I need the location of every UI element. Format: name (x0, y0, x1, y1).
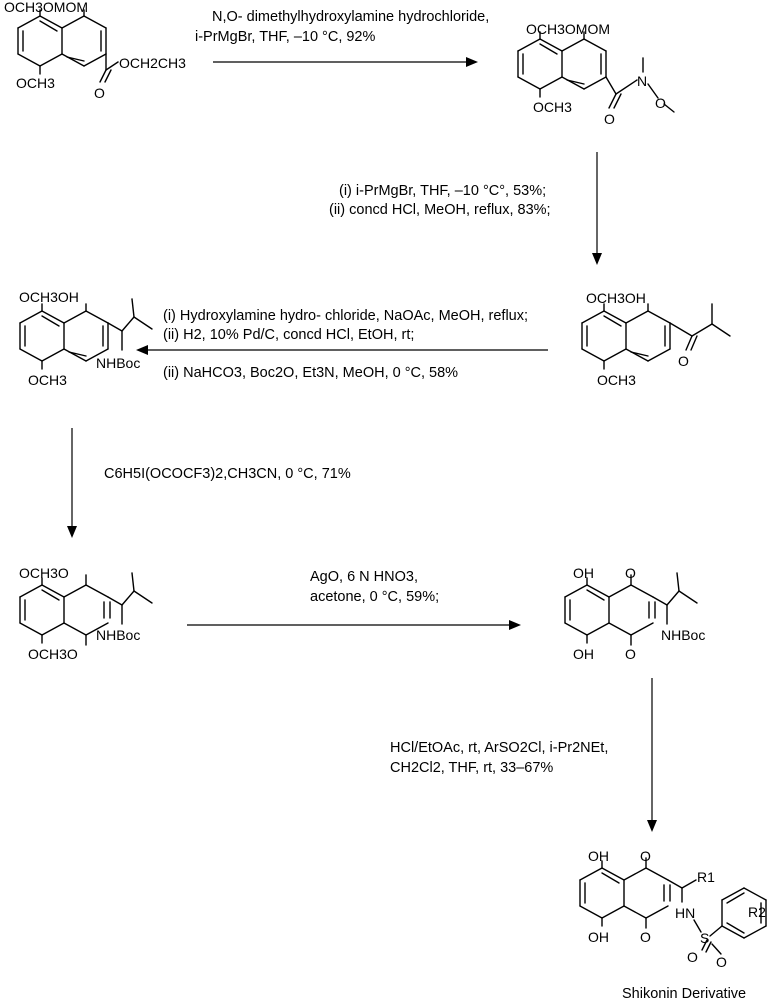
step3-line3: (ii) NaHCO3, Boc2O, Et3N, MeOH, 0 °C, 58… (163, 365, 458, 381)
compound-3-ketone: OCH3OH OCH3 O (581, 290, 731, 388)
label-nhboc: NHBoc (96, 355, 140, 371)
arrow-step-2: (i) i-PrMgBr, THF, –10 °C°, 53%; (ii) co… (329, 152, 602, 265)
step4-conditions: C6H5I(OCOCF3)2,CH3CN, 0 °C, 71% (104, 466, 351, 482)
arrow-step-1: N,O- dimethylhydroxylamine hydrochloride… (195, 9, 489, 67)
label-r2: R2 (748, 904, 766, 920)
label-o: O (716, 954, 727, 970)
compound-6-dihydroxy-quinone: OH O OH O NHBoc (564, 565, 705, 662)
label-nhboc: NHBoc (661, 627, 705, 643)
label-o: O (604, 111, 615, 127)
label-och3o: OCH3O (28, 646, 78, 662)
compound-7-shikonin-derivative: OH O OH O R1 HN S O O R2 Shikonin Deriva… (579, 848, 767, 1002)
step1-line2: i-PrMgBr, THF, –10 °C, 92% (195, 29, 376, 45)
label-o: O (625, 565, 636, 581)
label-oh: OH (588, 929, 609, 945)
step6-line1: HCl/EtOAc, rt, ArSO2Cl, i-Pr2NEt, (390, 740, 608, 756)
label-o: O (625, 646, 636, 662)
step6-line2: CH2Cl2, THF, rt, 33–67% (390, 760, 553, 776)
label-och3: OCH3 (533, 99, 572, 115)
compound-1-ester: OCH3OMOM OCH3 O OCH2CH3 (4, 0, 186, 101)
compound-2-amide: OCH3OMOM OCH3 O N O (517, 21, 675, 127)
label-nhboc: NHBoc (96, 627, 140, 643)
label-o: O (655, 95, 666, 111)
step5-line1: AgO, 6 N HNO3, (310, 569, 418, 585)
label-oh: OH (588, 848, 609, 864)
label-n: N (637, 73, 647, 89)
compound-4-boc-amine: OCH3OH OCH3 NHBoc (19, 289, 153, 388)
label-o: O (94, 85, 105, 101)
label-o: O (640, 929, 651, 945)
label-ester: OCH2CH3 (119, 55, 186, 71)
step1-line1: N,O- dimethylhydroxylamine hydrochloride… (212, 9, 489, 25)
step2-line1: (i) i-PrMgBr, THF, –10 °C°, 53%; (339, 183, 546, 199)
label-o: O (678, 353, 689, 369)
label-oh: OH (573, 565, 594, 581)
step3-line2: (ii) H2, 10% Pd/C, concd HCl, EtOH, rt; (163, 327, 414, 343)
arrow-step-5: AgO, 6 N HNO3, acetone, 0 °C, 59%; (187, 569, 521, 630)
label-och3oh: OCH3OH (19, 289, 79, 305)
label-o: O (640, 848, 651, 864)
label-och3: OCH3 (28, 372, 67, 388)
arrow-step-6: HCl/EtOAc, rt, ArSO2Cl, i-Pr2NEt, CH2Cl2… (390, 678, 657, 832)
step2-line2: (ii) concd HCl, MeOH, reflux, 83%; (329, 202, 551, 218)
label-hn: HN (675, 905, 695, 921)
product-name: Shikonin Derivative (622, 986, 746, 1002)
arrow-step-4: C6H5I(OCOCF3)2,CH3CN, 0 °C, 71% (67, 428, 351, 538)
compound-5-dimethyl-quinone: OCH3O OCH3O NHBoc (19, 565, 153, 662)
arrow-step-3: (i) Hydroxylamine hydro- chloride, NaOAc… (136, 308, 548, 381)
label-och3mom: OCH3OMOM (4, 0, 88, 15)
step3-line1: (i) Hydroxylamine hydro- chloride, NaOAc… (163, 308, 528, 324)
step5-line2: acetone, 0 °C, 59%; (310, 589, 439, 605)
label-s: S (700, 930, 709, 946)
label-oh: OH (573, 646, 594, 662)
label-och3mom: OCH3OMOM (526, 21, 610, 37)
label-o: O (687, 949, 698, 965)
label-och3: OCH3 (16, 75, 55, 91)
label-r1: R1 (697, 869, 715, 885)
label-och3: OCH3 (597, 372, 636, 388)
label-och3o: OCH3O (19, 565, 69, 581)
label-och3oh: OCH3OH (586, 290, 646, 306)
